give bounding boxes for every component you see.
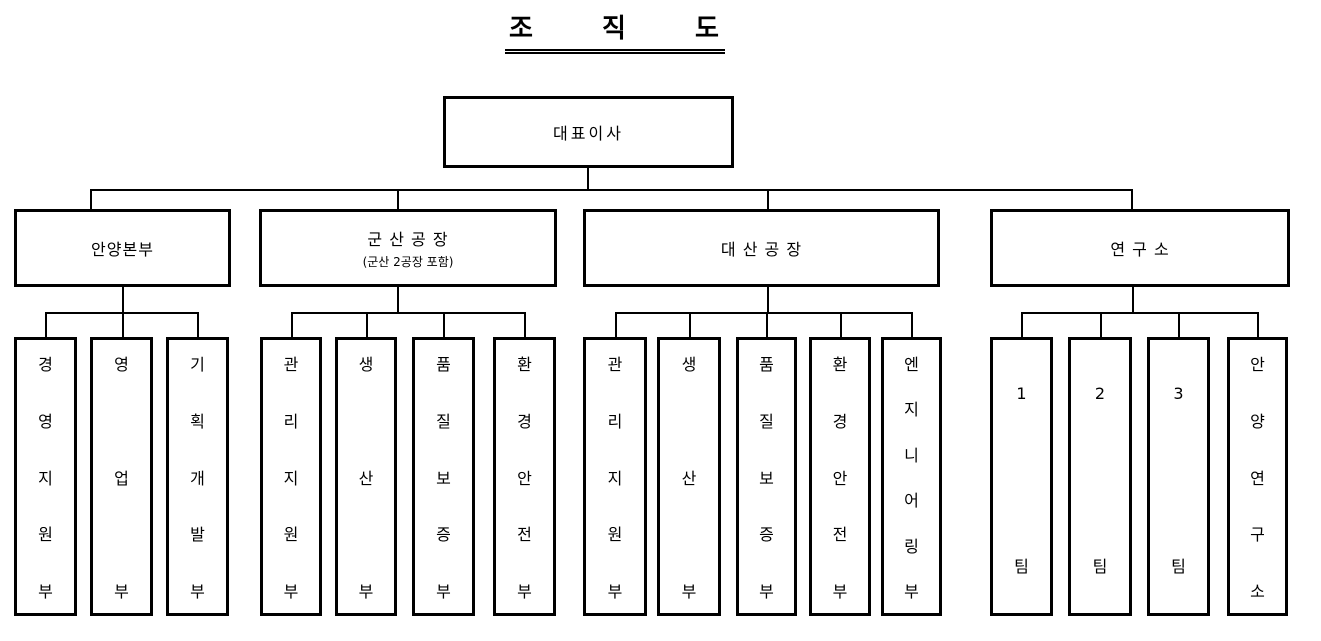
connector-drop-daesan	[767, 189, 769, 209]
connector-level1-rail	[90, 189, 1133, 191]
connector-anyang-rail	[45, 312, 198, 314]
division-box-research-lab: 연 구 소	[990, 209, 1290, 287]
root-label: 대표이사	[553, 124, 624, 143]
connector-gunsan-rail	[291, 312, 525, 314]
connector-lab-stem	[1132, 287, 1134, 313]
connector-drop-dept	[122, 312, 124, 337]
connector-anyang-stem	[122, 287, 124, 313]
connector-lab-rail	[1021, 312, 1258, 314]
connector-drop-gunsan	[397, 189, 399, 209]
connector-drop-dept	[524, 312, 526, 337]
connector-drop-dept	[45, 312, 47, 337]
connector-daesan-rail	[615, 312, 912, 314]
connector-drop-dept	[366, 312, 368, 337]
connector-gunsan-stem	[397, 287, 399, 313]
division-label: 연 구 소	[1110, 240, 1170, 259]
connector-drop-dept	[840, 312, 842, 337]
division-label: 군 산 공 장	[367, 230, 449, 249]
root-box-ceo: 대표이사	[443, 96, 734, 168]
connector-drop-dept	[1257, 312, 1259, 337]
connector-drop-dept	[197, 312, 199, 337]
connector-drop-dept	[766, 312, 768, 337]
division-box-daesan-plant: 대 산 공 장	[583, 209, 940, 287]
connector-drop-lab	[1131, 189, 1133, 209]
connector-root-stem	[587, 168, 589, 189]
division-box-anyang-hq: 안양본부	[14, 209, 231, 287]
connector-drop-dept	[1100, 312, 1102, 337]
division-label: 대 산 공 장	[720, 240, 803, 259]
division-sublabel: (군산 2공장 포함)	[362, 255, 454, 269]
connector-drop-dept	[291, 312, 293, 337]
connector-drop-anyang-hq	[90, 189, 92, 209]
connector-drop-dept	[443, 312, 445, 337]
division-label: 안양본부	[91, 240, 154, 259]
connector-drop-dept	[1178, 312, 1180, 337]
connector-drop-dept	[689, 312, 691, 337]
page-title: 조 직 도	[505, 8, 725, 54]
connector-drop-dept	[1021, 312, 1023, 337]
connector-drop-dept	[615, 312, 617, 337]
connector-drop-dept	[911, 312, 913, 337]
connector-daesan-stem	[767, 287, 769, 313]
division-box-gunsan-plant: 군 산 공 장 (군산 2공장 포함)	[259, 209, 557, 287]
